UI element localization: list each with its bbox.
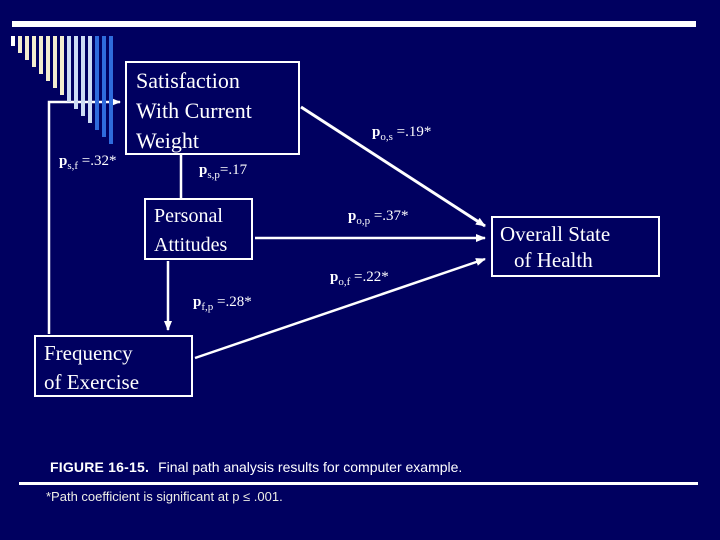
decorative-bar	[81, 36, 85, 116]
decorative-bar	[109, 36, 113, 144]
box-text-line: of Health	[514, 248, 593, 272]
box-text-line: of Exercise	[44, 370, 140, 394]
box-text-line: Satisfaction	[136, 68, 240, 93]
path-coefficient-label-os: po,s =.19*	[372, 124, 432, 143]
top-accent-bar	[12, 21, 696, 27]
decorative-bar	[18, 36, 22, 53]
box-text-line: Frequency	[44, 341, 133, 365]
box-text-line: Overall State	[500, 222, 611, 246]
path-coefficient-label-sp: ps,p=.17	[199, 162, 248, 181]
figure-caption: FIGURE 16-15. Final path analysis results…	[50, 459, 462, 475]
arrow-frequency-to-satisfaction	[47, 98, 121, 334]
decorative-bar	[53, 36, 57, 88]
figure-caption-text: Final path analysis results for computer…	[158, 459, 463, 475]
decorative-bar	[11, 36, 15, 46]
decorative-bar	[95, 36, 99, 130]
box-satisfaction-with-current-weight: Satisfaction With Current Weight	[125, 61, 300, 155]
box-text-line: With Current	[136, 98, 252, 123]
box-text-line: Weight	[136, 128, 199, 153]
box-text-line: Personal	[154, 205, 223, 227]
box-text-line: Attitudes	[154, 234, 228, 256]
box-overall-state-of-health: Overall State of Health	[491, 216, 660, 277]
box-personal-attitudes: Personal Attitudes	[144, 198, 253, 260]
footnote-text: *Path coefficient is significant at p ≤ …	[46, 489, 283, 504]
decorative-bar	[67, 36, 71, 102]
decorative-bar	[60, 36, 64, 95]
box-frequency-of-exercise: Frequency of Exercise	[34, 335, 193, 397]
decorative-bar	[25, 36, 29, 60]
decorative-bar	[46, 36, 50, 81]
decorative-bar	[88, 36, 92, 123]
decorative-bar	[102, 36, 106, 137]
path-coefficient-label-fp: pf,p =.28*	[193, 294, 252, 313]
path-coefficient-label-op: po,p =.37*	[348, 208, 409, 227]
path-coefficient-label-sf: ps,f =.32*	[59, 153, 117, 172]
decorative-bar	[32, 36, 36, 67]
divider-rule	[19, 482, 698, 485]
path-coefficient-label-of: po,f =.22*	[330, 269, 389, 288]
decorative-bar	[74, 36, 78, 109]
figure-caption-number: FIGURE 16-15.	[50, 459, 150, 475]
decorative-bar	[39, 36, 43, 74]
